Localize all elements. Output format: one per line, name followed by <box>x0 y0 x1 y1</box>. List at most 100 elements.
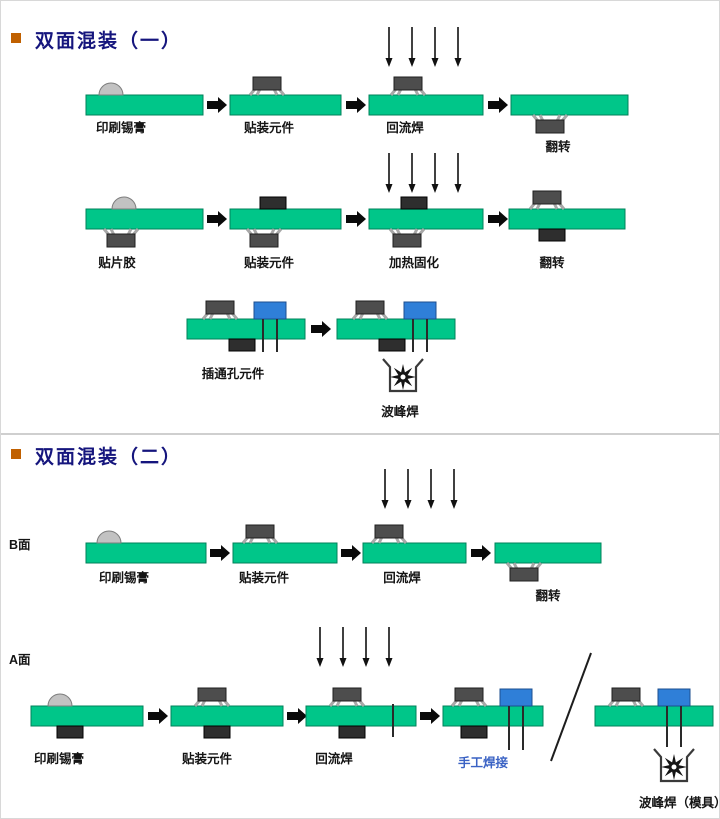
through-hole-component-icon <box>403 301 437 320</box>
chip-component-flipped-icon <box>203 725 231 739</box>
pcb-board <box>170 705 284 727</box>
pcb-board <box>510 94 629 116</box>
step-label: 翻转 <box>539 255 565 270</box>
step-label: 回流焊 <box>315 751 353 766</box>
step-label: 手工焊接 <box>458 755 509 770</box>
section-title: 双面混装（二） <box>35 445 182 468</box>
smd-chip-flipped-icon <box>531 113 569 135</box>
flow-arrow-icon <box>207 211 227 227</box>
flow-arrow-icon <box>148 708 168 724</box>
solder-paste-icon <box>98 82 124 96</box>
step-label: 翻转 <box>535 588 561 603</box>
down-arrow-icon <box>338 626 348 668</box>
s1-row1: 印刷锡膏 贴装元件 回流焊 翻转 <box>85 26 629 154</box>
flow-arrow-icon <box>420 708 440 724</box>
flow-arrow-icon <box>311 321 331 337</box>
flow-arrow-icon <box>488 97 508 113</box>
down-arrow-icon <box>430 152 440 194</box>
pcb-board <box>85 94 204 116</box>
pcb-board <box>594 705 714 727</box>
smd-chip-icon <box>607 686 645 708</box>
chip-component-flipped-icon <box>56 725 84 739</box>
pcb-board <box>30 705 144 727</box>
flow-arrow-icon <box>210 545 230 561</box>
down-arrow-icon <box>449 468 459 510</box>
down-arrow-icon <box>453 152 463 194</box>
s1-row3: 插通孔元件 波峰焊 <box>186 299 456 419</box>
reflow-heat-arrows <box>384 26 463 68</box>
step-label: 贴片胶 <box>98 255 136 270</box>
pcb-board <box>305 705 417 727</box>
down-arrow-icon <box>407 152 417 194</box>
smd-chip-icon <box>450 686 488 708</box>
down-arrow-icon <box>361 626 371 668</box>
chip-component-flipped-icon <box>228 338 256 352</box>
down-arrow-icon <box>426 468 436 510</box>
flow-arrow-icon <box>346 211 366 227</box>
smd-chip-icon <box>248 75 286 97</box>
s2-rowB: B面 印刷锡膏 贴装元件 回流焊 翻转 <box>9 468 602 603</box>
solder-paste-icon <box>96 530 122 544</box>
pcb-board <box>336 318 456 340</box>
pcb-board <box>229 208 342 230</box>
slash-separator <box>550 652 592 762</box>
down-arrow-icon <box>380 468 390 510</box>
smd-chip-flipped-icon <box>245 227 283 249</box>
flow-arrow-icon <box>346 97 366 113</box>
pcb-board <box>368 94 484 116</box>
section-1: 双面混装（一） 印刷锡膏 贴装元件 回流焊 翻转 <box>11 26 629 419</box>
wave-solder-bath-icon <box>652 747 696 783</box>
chip-component-flipped-icon <box>460 725 488 739</box>
smd-chip-icon <box>193 686 231 708</box>
pcb-board <box>229 94 342 116</box>
solder-paste-icon <box>47 693 73 707</box>
flow-arrow-icon <box>471 545 491 561</box>
pcb-board <box>85 208 204 230</box>
reflow-heat-arrows <box>315 626 394 668</box>
chip-component-icon <box>400 196 428 210</box>
smd-chip-icon <box>241 523 279 545</box>
wave-solder-bath-icon <box>381 357 425 393</box>
smd-chip-icon <box>389 75 427 97</box>
s1-row2: 贴片胶 贴装元件 加热固化 翻转 <box>85 152 626 270</box>
chip-component-flipped-icon <box>378 338 406 352</box>
smd-chip-flipped-icon <box>102 227 140 249</box>
step-label: 贴装元件 <box>244 255 295 270</box>
pcb-board <box>186 318 306 340</box>
step-label: 贴装元件 <box>244 120 295 135</box>
pcb-board <box>232 542 338 564</box>
smd-chip-icon <box>328 686 366 708</box>
through-hole-component-icon <box>657 688 691 707</box>
smd-chip-icon <box>201 299 239 321</box>
step-label: 翻转 <box>545 139 571 154</box>
step-label: 插通孔元件 <box>202 366 265 381</box>
section-title: 双面混装（一） <box>35 29 182 52</box>
chip-component-flipped-icon <box>338 725 366 739</box>
smd-chip-icon <box>370 523 408 545</box>
pcb-board <box>85 542 207 564</box>
chip-component-flipped-icon <box>538 228 566 242</box>
through-hole-component-icon <box>499 688 533 707</box>
step-label: 印刷锡膏 <box>96 120 146 135</box>
bullet-icon <box>11 33 21 43</box>
through-hole-component-icon <box>253 301 287 320</box>
side-b-label: B面 <box>9 538 31 552</box>
smd-chip-icon <box>528 189 566 211</box>
step-label: 波峰焊 <box>381 404 419 419</box>
down-arrow-icon <box>315 626 325 668</box>
flow-arrow-icon <box>488 211 508 227</box>
flow-arrow-icon <box>341 545 361 561</box>
section-2: 双面混装（二） B面 印刷锡膏 贴装元件 回流焊 <box>9 445 719 810</box>
down-arrow-icon <box>384 626 394 668</box>
reflow-heat-arrows <box>380 468 459 510</box>
adhesive-blob-icon <box>111 196 137 210</box>
step-label: 贴装元件 <box>182 751 233 766</box>
down-arrow-icon <box>407 26 417 68</box>
pcb-board <box>368 208 484 230</box>
step-label: 加热固化 <box>388 255 440 270</box>
step-label: 回流焊 <box>386 120 424 135</box>
step-label: 贴装元件 <box>239 570 290 585</box>
down-arrow-icon <box>384 152 394 194</box>
flow-arrow-icon <box>287 708 307 724</box>
